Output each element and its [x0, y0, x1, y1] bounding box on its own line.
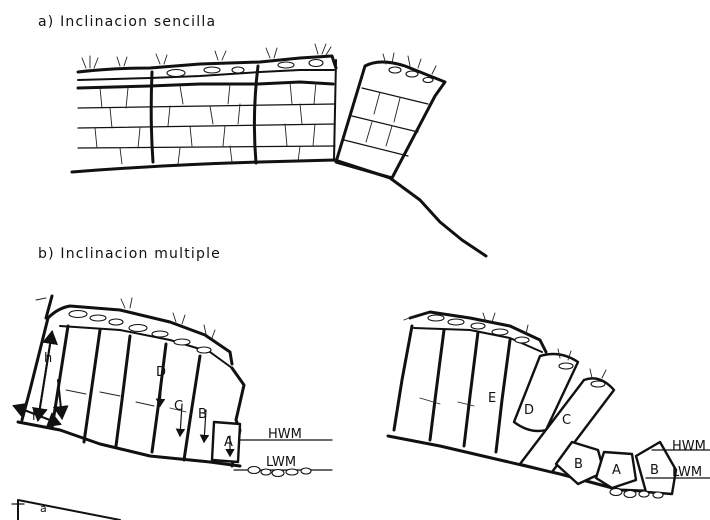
label-a-right: A [612, 463, 621, 478]
label-c-left: C [174, 399, 183, 414]
panel-a-caption: a) Inclinacion sencilla [38, 14, 216, 30]
label-d-right: D [524, 403, 534, 418]
label-h-lower: h [32, 409, 40, 424]
label-d-left: D [156, 365, 166, 380]
label-b1-right: B [574, 457, 583, 472]
label-e-right: E [488, 391, 496, 406]
inset-label-a: a [40, 502, 47, 515]
panel-b-caption: b) Inclinacion multiple [38, 246, 221, 262]
label-b2-right: B [650, 463, 659, 478]
lwm-label-right: LWM [672, 465, 702, 480]
hwm-label-left: HWM [268, 427, 302, 442]
hwm-label-right: HWM [672, 439, 706, 454]
label-c-right: C [562, 413, 571, 428]
panel-a-cliff [72, 44, 486, 256]
panel-b-left-cliff [14, 296, 332, 477]
lwm-label-left: LWM [266, 455, 296, 470]
label-a-left: A [224, 435, 233, 450]
label-h-upper: h [44, 351, 52, 366]
panel-b-right-cliff [388, 312, 710, 498]
inset-angle-sketch [12, 500, 120, 520]
label-b-left: B [198, 407, 207, 422]
